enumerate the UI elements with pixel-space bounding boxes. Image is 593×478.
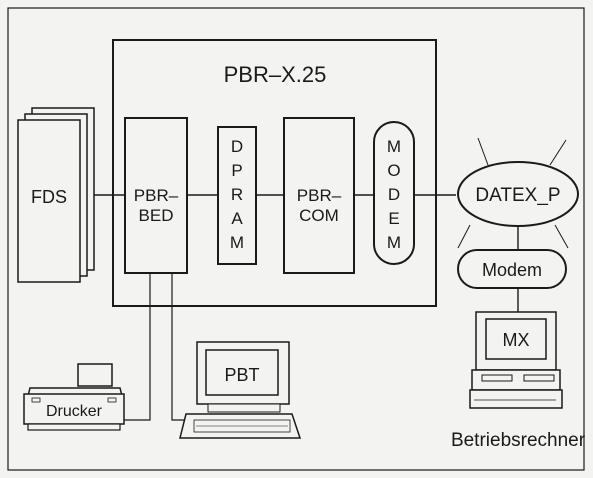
dpram-letter-d: D — [231, 137, 243, 156]
dpram-letter-r: R — [231, 185, 243, 204]
mx-computer — [470, 312, 562, 408]
mx-label: MX — [503, 330, 530, 350]
dpram-letter-a: A — [231, 209, 243, 228]
modem-letter-m: M — [387, 137, 401, 156]
pbt-label: PBT — [224, 365, 259, 385]
modem-letter-e: E — [388, 209, 399, 228]
dpram-letter-m: M — [230, 233, 244, 252]
modem-letter-o: O — [387, 161, 400, 180]
pbr-com-label-2: COM — [299, 206, 339, 225]
modem-label: Modem — [482, 260, 542, 280]
pbr-bed-label-2: BED — [139, 206, 174, 225]
fds-label: FDS — [31, 187, 67, 207]
modem-letter-m2: M — [387, 233, 401, 252]
drucker-printer — [24, 364, 124, 430]
dpram-letter-p: P — [231, 161, 242, 180]
datex-p-label: DATEX_P — [475, 185, 560, 206]
drucker-label: Drucker — [46, 403, 103, 420]
pbt-terminal — [180, 342, 300, 438]
diagram-title: PBR–X.25 — [224, 62, 327, 87]
pbr-bed-label-1: PBR– — [134, 186, 179, 205]
modem-letter-d: D — [388, 185, 400, 204]
bed-peripheral-connectors — [118, 273, 196, 420]
pbr-com-label-1: PBR– — [297, 186, 342, 205]
betriebsrechner-label: Betriebsrechner — [451, 430, 586, 451]
